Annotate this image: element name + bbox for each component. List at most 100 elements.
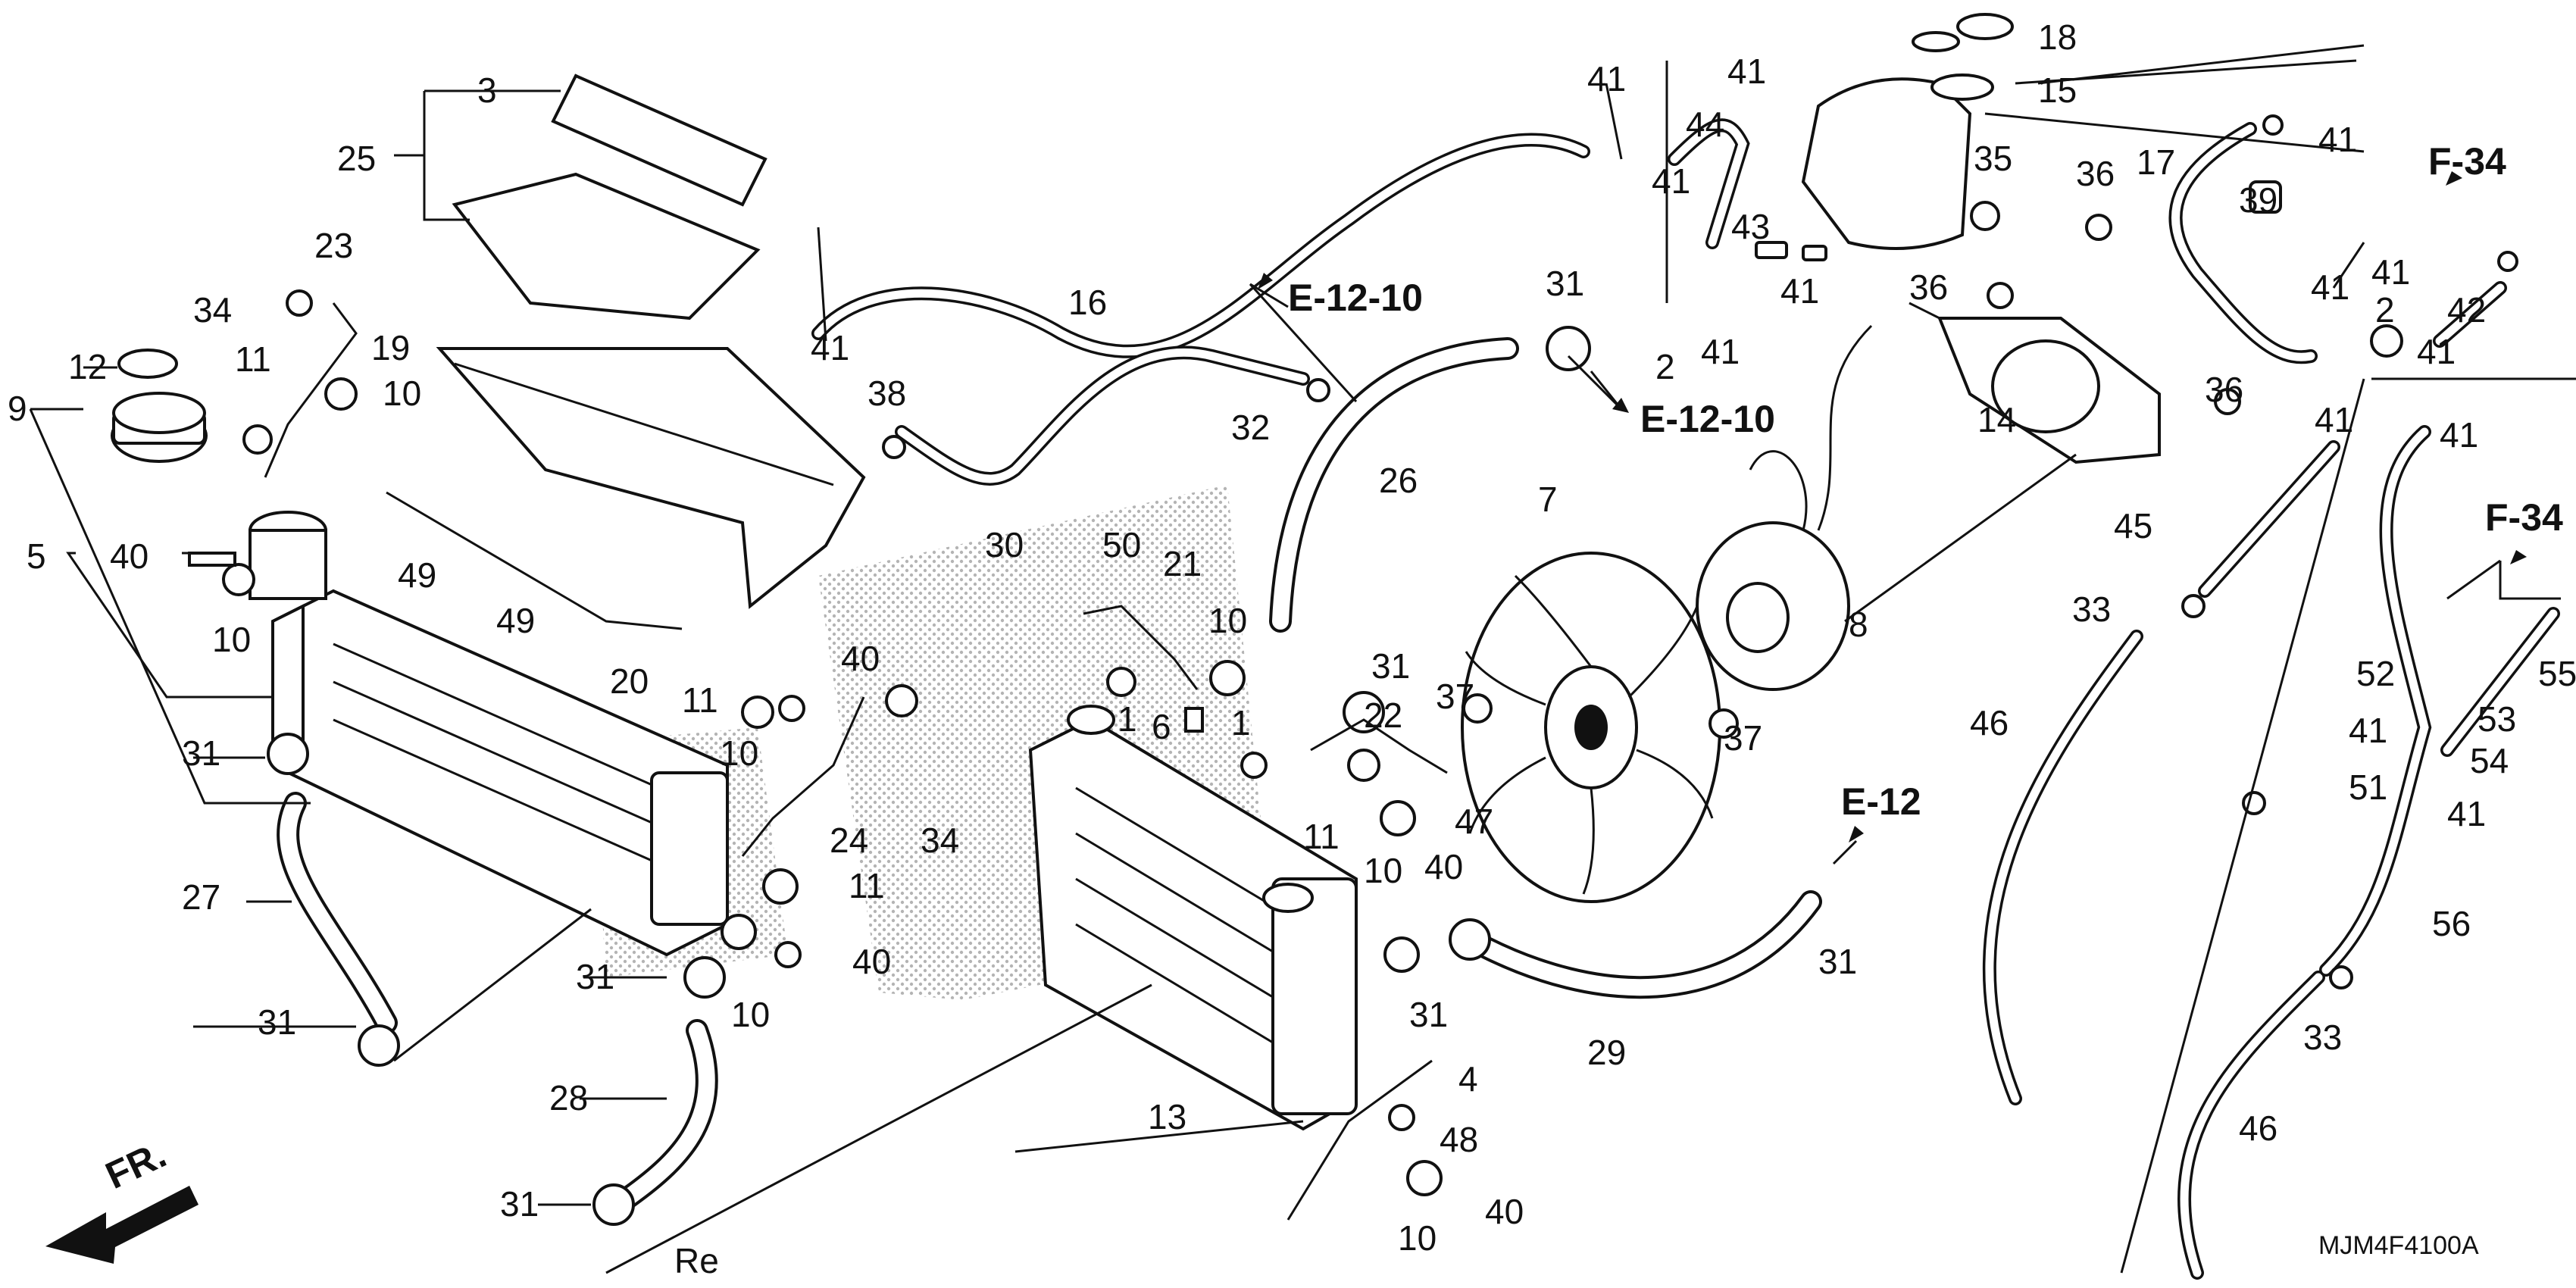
callout-label: 45 [2114,506,2152,546]
callout-label: 48 [1440,1120,1478,1159]
callout-label: 13 [1148,1097,1186,1136]
callout-label: 2 [1655,347,1675,386]
callout-label: 54 [2470,741,2509,780]
callout-label: 31 [258,1002,296,1042]
callout-label: 18 [2038,17,2077,57]
callout-label: 41 [1652,161,1690,201]
ref-f-34: F-34 [2485,496,2563,539]
callout-label: 16 [1068,283,1107,322]
front-direction-arrow [45,1186,199,1264]
callout-label: 8 [1849,605,1868,644]
callout-label: 40 [841,639,880,678]
reference-arrows [1258,171,2527,843]
left-radiator [249,511,729,957]
callout-label: 26 [1379,461,1418,500]
callout-label: 47 [1455,802,1493,841]
callout-label: 11 [235,339,271,379]
callout-label: 56 [2432,904,2471,943]
hardware [188,114,2518,1226]
callout-label: 19 [371,328,410,367]
callout-label: 22 [1364,696,1402,735]
callout-label: 40 [110,536,148,576]
ref-e-12: E-12 [1841,780,1921,823]
callout-label: 34 [193,290,232,330]
callout-label: 2 [2375,290,2395,330]
callout-label: 1 [1231,703,1251,742]
callout-label: 36 [2076,154,2115,193]
callout-label: 32 [1231,408,1270,447]
callout-label: 51 [2349,767,2387,807]
o-ring [117,349,178,379]
callout-label: 3 [477,70,497,110]
callout-label: 44 [1686,105,1724,144]
cooling-fan [1461,552,1721,903]
callout-label: 55 [2538,654,2576,693]
callout-label: 12 [68,347,107,386]
callout-label: 15 [2038,70,2077,110]
callout-label: 17 [2137,142,2175,182]
callout-label: 41 [1780,271,1819,311]
fan-motor [1696,324,1873,691]
callout-label: 49 [398,555,436,595]
callout-label: 41 [2417,332,2456,371]
callout-label: 41 [2318,120,2357,159]
callout-label: 11 [682,680,718,720]
callout-label: 7 [1538,480,1558,519]
callout-label: 31 [1546,264,1584,303]
callout-label: 28 [549,1078,588,1118]
callout-label: 5 [27,536,46,576]
reserve-tank [1801,13,2014,250]
callout-label: 11 [1303,817,1340,856]
callout-label: 46 [1970,703,2009,742]
callout-label: 10 [720,733,758,773]
callout-label: 41 [2447,794,2486,833]
callout-label: 46 [2239,1108,2277,1148]
callout-label: 36 [2205,370,2243,409]
callout-label: 37 [1724,718,1762,758]
callout-label: 52 [2356,654,2395,693]
callout-label: 40 [852,942,891,981]
brackets [264,302,1448,1221]
diagram-code: MJM4F4100A [2318,1231,2479,1260]
callout-label: 43 [1731,207,1770,246]
callout-label: 50 [1102,525,1141,564]
callout-label: 35 [1974,139,2012,178]
callout-label: 42 [2447,290,2486,330]
callout-label: 29 [1587,1033,1626,1072]
callout-label: 41 [811,328,849,367]
callout-label: 41 [1727,52,1766,91]
callout-label: 10 [1398,1218,1436,1258]
callout-label: 31 [576,957,614,996]
callout-label: 21 [1163,544,1202,583]
right-radiator [1028,705,1358,1131]
shroud-cover [452,73,767,320]
front-direction-label: FR. [99,1133,173,1197]
ref-e-12-10: E-12-10 [1640,398,1775,440]
callout-label: 23 [314,226,353,265]
callout-label: 24 [830,821,868,860]
callout-label: 14 [1977,400,2016,439]
hoses [277,118,2560,1280]
side-shroud [436,347,866,609]
callout-label: 30 [985,525,1024,564]
callout-label: 33 [2303,1018,2342,1057]
leader-lines [29,44,2576,1274]
callout-label: 36 [1909,267,1948,307]
callouts: 3 25 23 34 11 19 12 9 10 5 40 10 49 49 2… [8,17,2576,1258]
callout-label: 41 [2371,252,2410,292]
callout-label: 33 [2072,589,2111,629]
ref-f-34: F-34 [2428,140,2506,183]
callout-label: 31 [500,1184,539,1224]
callout-label: 41 [2349,711,2387,750]
callout-label: 41 [2315,400,2353,439]
callout-label: 37 [1436,677,1474,716]
callout-label: 41 [1701,332,1740,371]
callout-label: 10 [1364,851,1402,890]
callout-label: 25 [337,139,376,178]
callout-label: 31 [1371,646,1410,686]
footer-mark: Re [674,1241,719,1280]
callout-label: 41 [2440,415,2478,455]
callout-label: 38 [868,374,906,413]
callout-label: 10 [212,620,251,659]
callout-label: 49 [496,601,535,640]
